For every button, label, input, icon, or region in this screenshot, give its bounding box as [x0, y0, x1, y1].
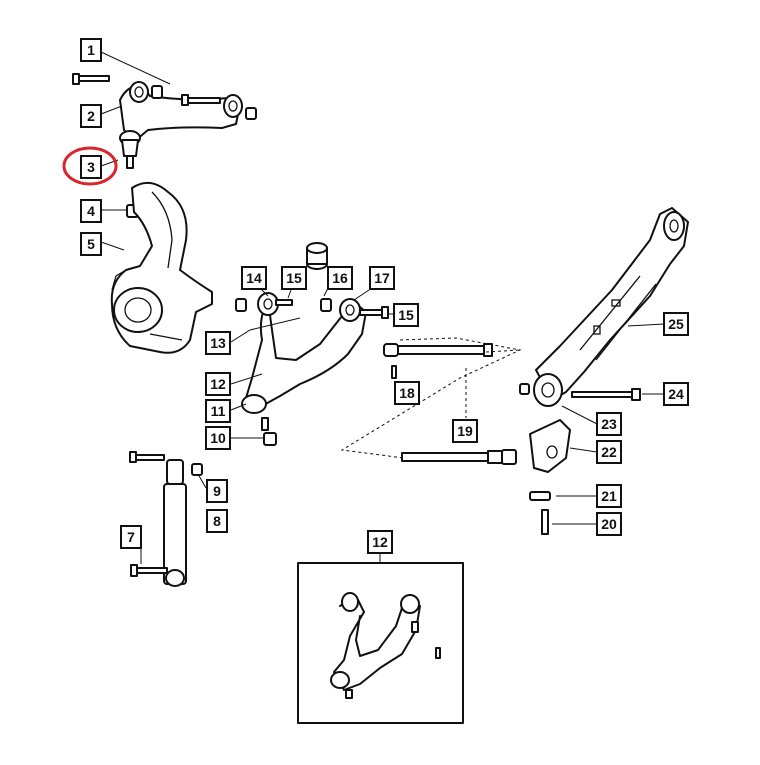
- ball-joint: [119, 130, 141, 169]
- callout-8[interactable]: 8: [206, 509, 228, 533]
- pin-20: [541, 509, 549, 535]
- bushing: [306, 242, 328, 270]
- callout-19[interactable]: 19: [452, 419, 478, 443]
- callout-12[interactable]: 12: [205, 372, 231, 396]
- callout-24[interactable]: 24: [663, 382, 689, 406]
- shock-absorber: [163, 459, 187, 587]
- callout-20[interactable]: 20: [596, 512, 622, 536]
- lower-arm-nut-front: [235, 298, 247, 312]
- upper-arm-bolt-right: [181, 94, 221, 106]
- lower-ball-joint-nut: [263, 432, 277, 446]
- callout-13[interactable]: 13: [205, 331, 231, 355]
- callout-2[interactable]: 2: [80, 104, 102, 128]
- callout-5[interactable]: 5: [80, 232, 102, 256]
- upper-control-arm: [119, 81, 243, 141]
- lower-control-arm: [245, 292, 367, 407]
- bracket-22: [529, 419, 571, 473]
- upper-arm-bolt-left: [72, 73, 110, 85]
- trailing-arm-bolt: [571, 388, 641, 401]
- upper-arm-nut-right: [245, 107, 257, 120]
- callout-21[interactable]: 21: [596, 484, 622, 508]
- callout-22[interactable]: 22: [596, 440, 622, 464]
- trailing-arm-nut: [519, 383, 530, 395]
- callout-3[interactable]: 3: [80, 155, 102, 179]
- trailing-arm: [533, 207, 689, 407]
- lower-arm-bolt-front: [275, 299, 293, 306]
- lower-ball-joint: [241, 394, 269, 431]
- callout-12-inset[interactable]: 12: [367, 530, 393, 554]
- callout-10[interactable]: 10: [205, 426, 231, 450]
- shock-bolt-lower: [130, 564, 168, 577]
- callout-17[interactable]: 17: [369, 266, 395, 290]
- shock-nut: [191, 463, 203, 476]
- highlight-circle: [62, 146, 118, 186]
- inset-control-arm: [330, 592, 441, 699]
- callout-11[interactable]: 11: [205, 399, 231, 423]
- clip-21: [529, 491, 551, 501]
- lower-arm-nut-rear: [320, 298, 332, 312]
- callout-23[interactable]: 23: [596, 412, 622, 436]
- callout-16[interactable]: 16: [327, 266, 353, 290]
- pin-18: [391, 365, 397, 379]
- callout-7[interactable]: 7: [120, 525, 142, 549]
- callout-4[interactable]: 4: [80, 199, 102, 223]
- callout-15-right[interactable]: 15: [393, 303, 419, 327]
- lower-arm-bolt-rear: [359, 306, 389, 319]
- shock-bolt-upper: [129, 451, 165, 463]
- callout-9[interactable]: 9: [206, 479, 228, 503]
- callout-1[interactable]: 1: [80, 38, 102, 62]
- steering-knuckle: [110, 181, 213, 354]
- callout-15-upper[interactable]: 15: [281, 266, 307, 290]
- callout-18[interactable]: 18: [394, 381, 420, 405]
- strut-rod-upper: [383, 343, 493, 357]
- upper-arm-nut-left: [151, 85, 163, 99]
- callout-25[interactable]: 25: [663, 312, 689, 336]
- detail-inset-frame: [297, 562, 464, 724]
- callout-14[interactable]: 14: [241, 266, 267, 290]
- strut-rod-lower: [401, 449, 517, 465]
